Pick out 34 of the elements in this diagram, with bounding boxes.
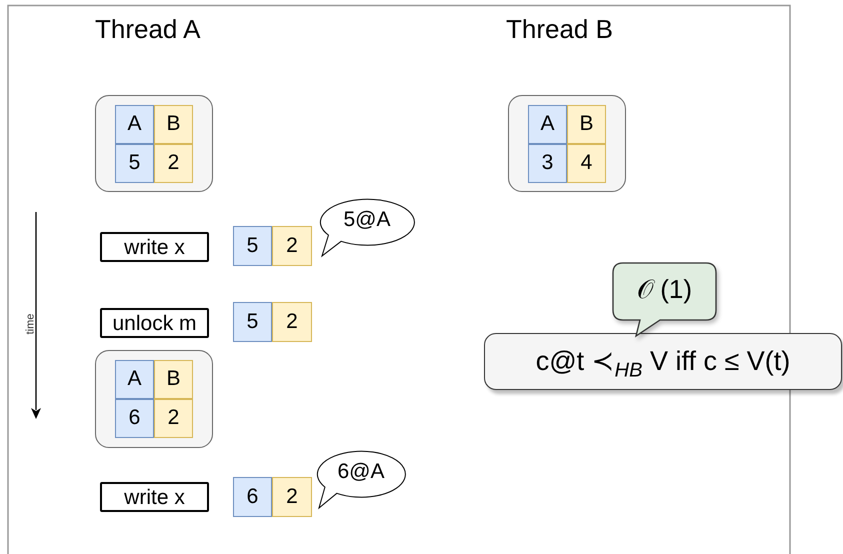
speech-bubble [315,450,407,510]
table-cell: 6 [233,477,272,517]
speech-bubble [318,198,416,258]
bubble-text: 5@A [342,208,392,232]
clock-card [95,95,213,192]
column-heading: Thread A [95,14,201,45]
table-cell: 6 [115,399,154,438]
operation-box: unlock m [100,308,209,338]
operation-box: write x [100,232,209,262]
table-cell: 2 [272,302,312,342]
speech-bubble [612,262,717,338]
operation-box: write x [100,482,209,512]
table-cell: 5 [233,302,272,342]
table-cell: 2 [154,144,193,183]
table-cell: A [115,105,154,144]
table-cell: B [154,105,193,144]
table-cell: 2 [272,477,312,517]
bubble-text: 6@A [336,460,386,484]
formula-box: c@t ≺$_{HB}$ V iff c ≤ V(t) [484,333,842,390]
clock-card [508,95,626,192]
table-cell: A [528,105,567,144]
table-cell: 4 [567,144,606,183]
table-cell: 5 [115,144,154,183]
column-heading: Thread B [506,14,613,45]
table-cell: B [567,105,606,144]
table-cell: 2 [154,399,193,438]
axis-label: time [24,314,36,334]
clock-card [95,350,213,448]
table-cell: B [154,360,193,399]
table-cell: 3 [528,144,567,183]
bubble-text: 𝒪 (1) [636,274,693,305]
table-cell: 2 [272,226,312,266]
table-cell: 5 [233,226,272,266]
table-cell: A [115,360,154,399]
